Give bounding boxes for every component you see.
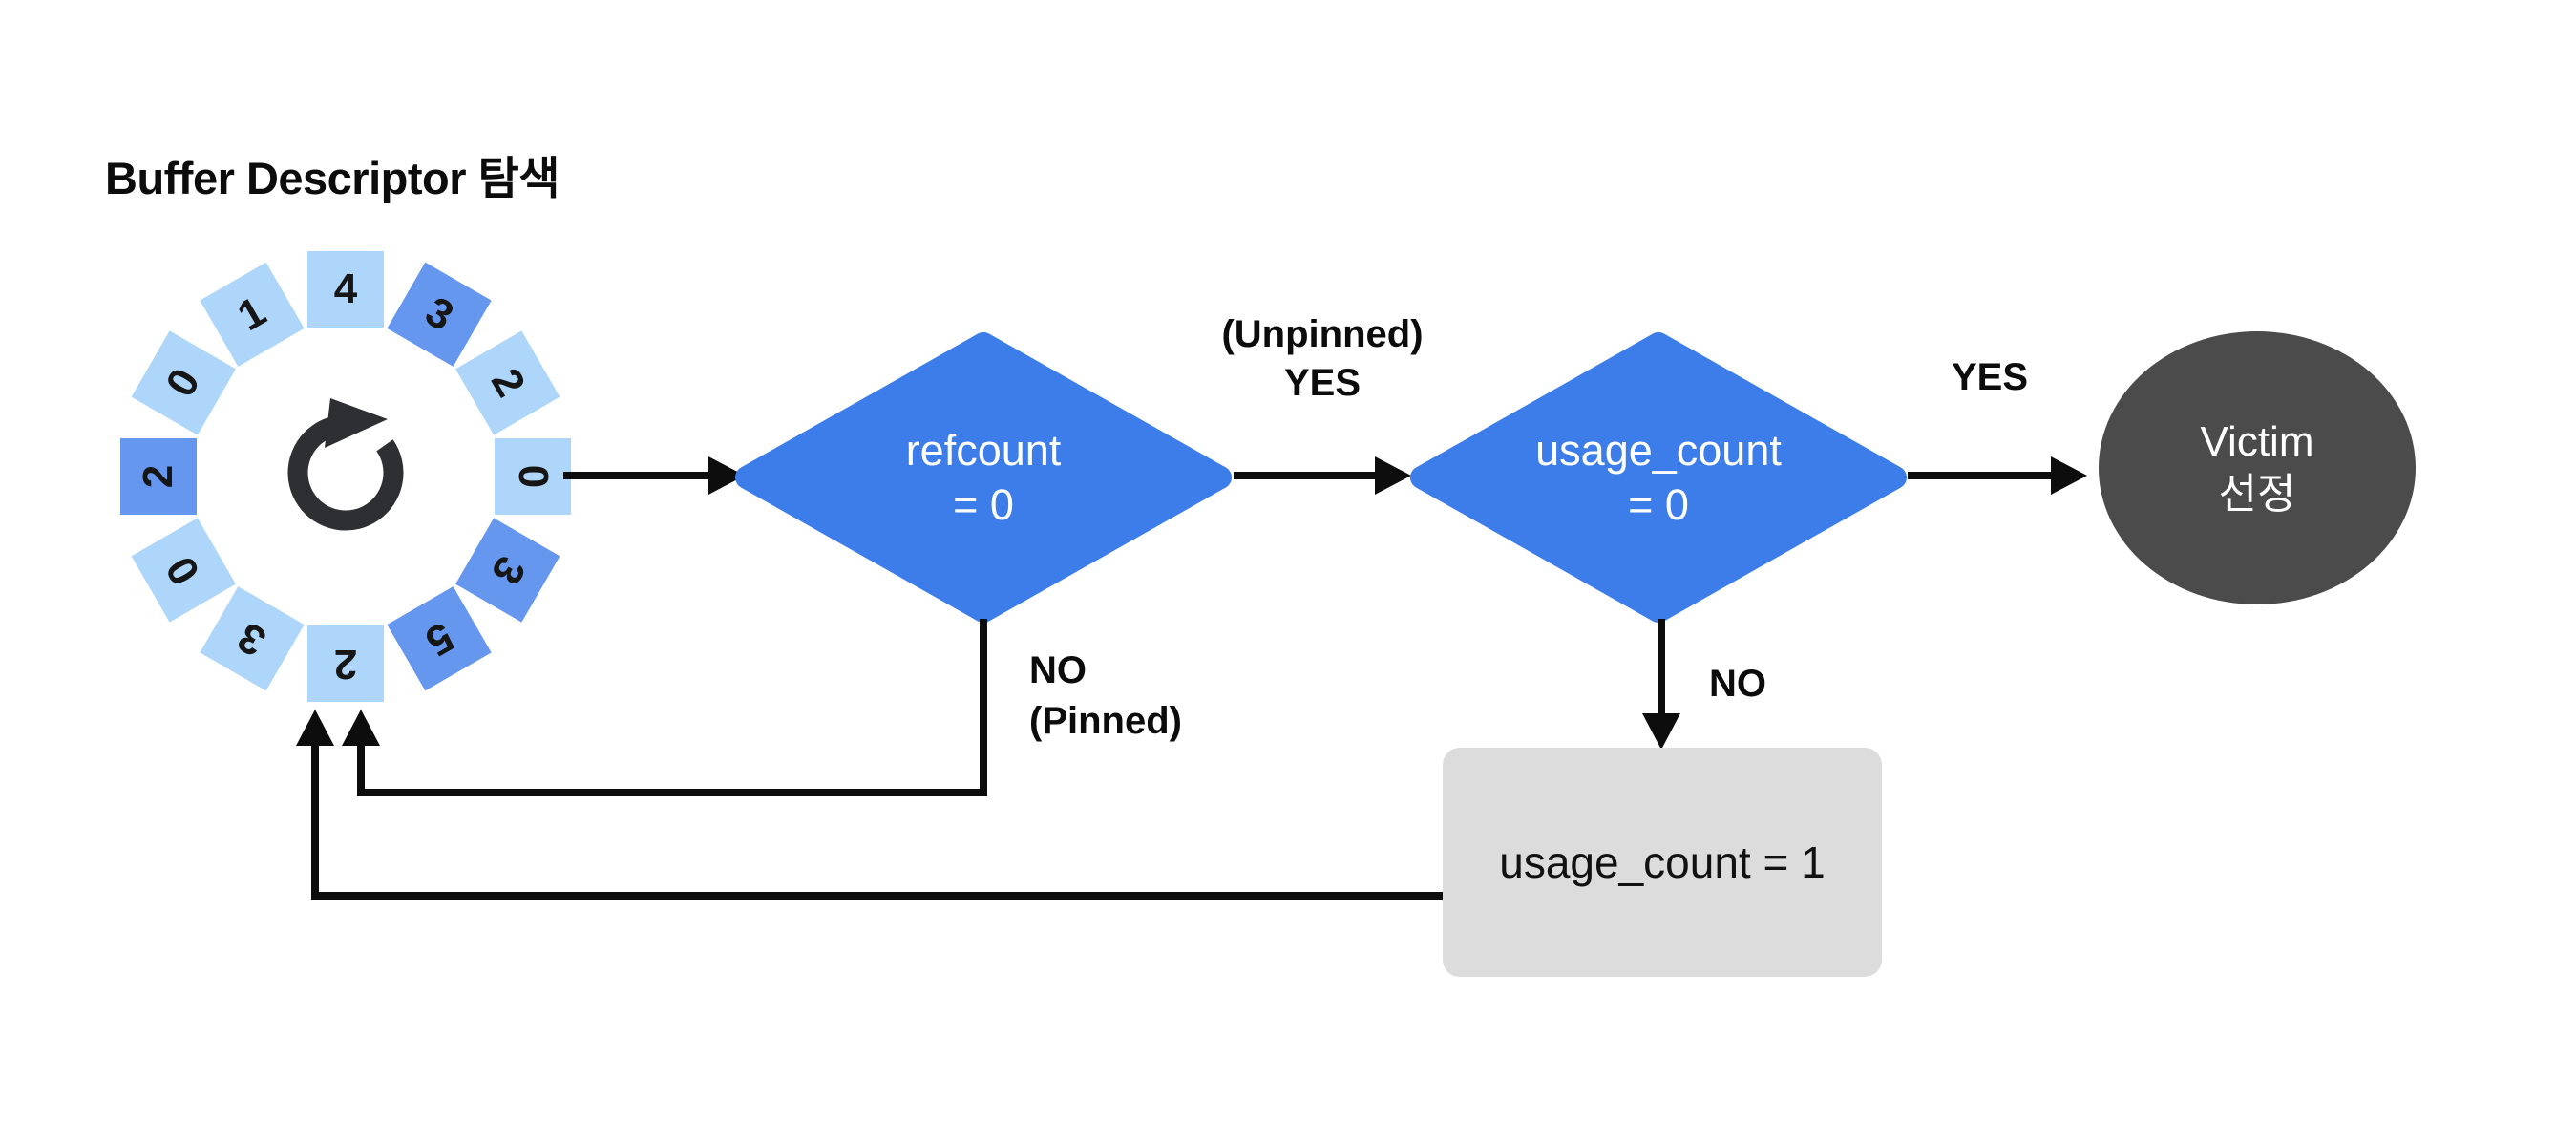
- arrowhead-usage-to-victim: [2051, 456, 2087, 495]
- decision-refcount: [735, 332, 1232, 623]
- terminal-victim: Victim 선정: [2099, 331, 2416, 604]
- label-no-process: NO: [1709, 663, 1766, 705]
- ring-buffer-square: 0: [131, 330, 236, 435]
- decision-usage-line1: usage_count: [1535, 426, 1782, 475]
- ring-buffer-square: 3: [387, 262, 492, 367]
- label-no-pinned-line1: NO: [1029, 649, 1087, 691]
- terminal-victim-line2: 선정: [2218, 471, 2296, 518]
- ring-buffer-count: 2: [481, 360, 535, 405]
- ring-buffer-square: 3: [455, 518, 560, 623]
- decision-refcount-line2: = 0: [953, 480, 1014, 529]
- ring-buffer-count: 4: [333, 265, 358, 312]
- edge-refcount-no-up: [357, 746, 365, 793]
- decision-usage-count-label: usage_count = 0: [1408, 330, 1909, 625]
- ring-buffer-square: 0: [495, 438, 571, 515]
- ring-buffer-square: 5: [387, 586, 492, 691]
- edge-refcount-no-horizontal: [357, 789, 987, 796]
- label-unpinned-line1: (Unpinned): [1221, 313, 1424, 355]
- ring-buffer-count: 0: [510, 464, 557, 489]
- arrowhead-refcount-to-usage: [1375, 456, 1411, 495]
- label-unpinned-yes: (Unpinned) YES: [1179, 310, 1466, 408]
- ring-buffer-count: 0: [157, 360, 210, 405]
- edge-usage-no-down: [1658, 619, 1665, 715]
- edge-refcount-to-usage: [1234, 472, 1375, 479]
- ring-buffer-square: 4: [307, 251, 384, 328]
- ring-buffer-square: 2: [120, 438, 197, 515]
- arrowhead-no-to-process: [1642, 713, 1680, 750]
- decision-refcount-label: refcount = 0: [733, 330, 1234, 625]
- ring-buffer-count: 2: [333, 641, 358, 688]
- edge-usage-to-victim: [1908, 472, 2051, 479]
- ring-buffer-count: 3: [417, 287, 462, 341]
- ring-buffer-square: 2: [455, 330, 560, 435]
- arrowhead-process-to-ring: [296, 710, 334, 746]
- rotate-clockwise-icon: [269, 391, 422, 543]
- ring-buffer-count: 0: [157, 548, 210, 593]
- decision-usage-line2: = 0: [1628, 480, 1689, 529]
- label-yes-victim: YES: [1951, 356, 2029, 398]
- ring-buffer-square: 3: [200, 586, 305, 691]
- process-usage-count-label: usage_count = 1: [1499, 837, 1826, 887]
- decision-usage-count: [1410, 332, 1907, 623]
- arrowhead-pinned-to-ring: [342, 710, 380, 746]
- terminal-victim-line1: Victim: [2200, 418, 2314, 465]
- ring-buffer-count: 3: [481, 548, 535, 593]
- ring-buffer-count: 1: [229, 287, 274, 341]
- label-unpinned-line2: YES: [1283, 362, 1362, 404]
- diagram-title: Buffer Descriptor 탐색: [105, 153, 560, 203]
- ring-buffer-count: 3: [229, 612, 274, 666]
- process-usage-count: usage_count = 1: [1443, 748, 1882, 977]
- edge-ring-to-refcount: [563, 472, 708, 479]
- decision-refcount-line1: refcount: [905, 426, 1062, 475]
- ring-buffer-square: 0: [131, 518, 236, 623]
- edge-process-loop-up: [311, 746, 319, 900]
- ring-buffer-square: 2: [307, 625, 384, 702]
- edge-process-loop-horizontal: [311, 892, 1443, 900]
- label-no-pinned-line2: (Pinned): [1029, 700, 1182, 742]
- ring-buffer-square: 1: [200, 262, 305, 367]
- ring-buffer-count: 5: [417, 612, 462, 666]
- edge-refcount-no-down: [980, 619, 987, 796]
- ring-buffer-count: 2: [135, 464, 181, 489]
- label-no-pinned: NO (Pinned): [1029, 646, 1182, 747]
